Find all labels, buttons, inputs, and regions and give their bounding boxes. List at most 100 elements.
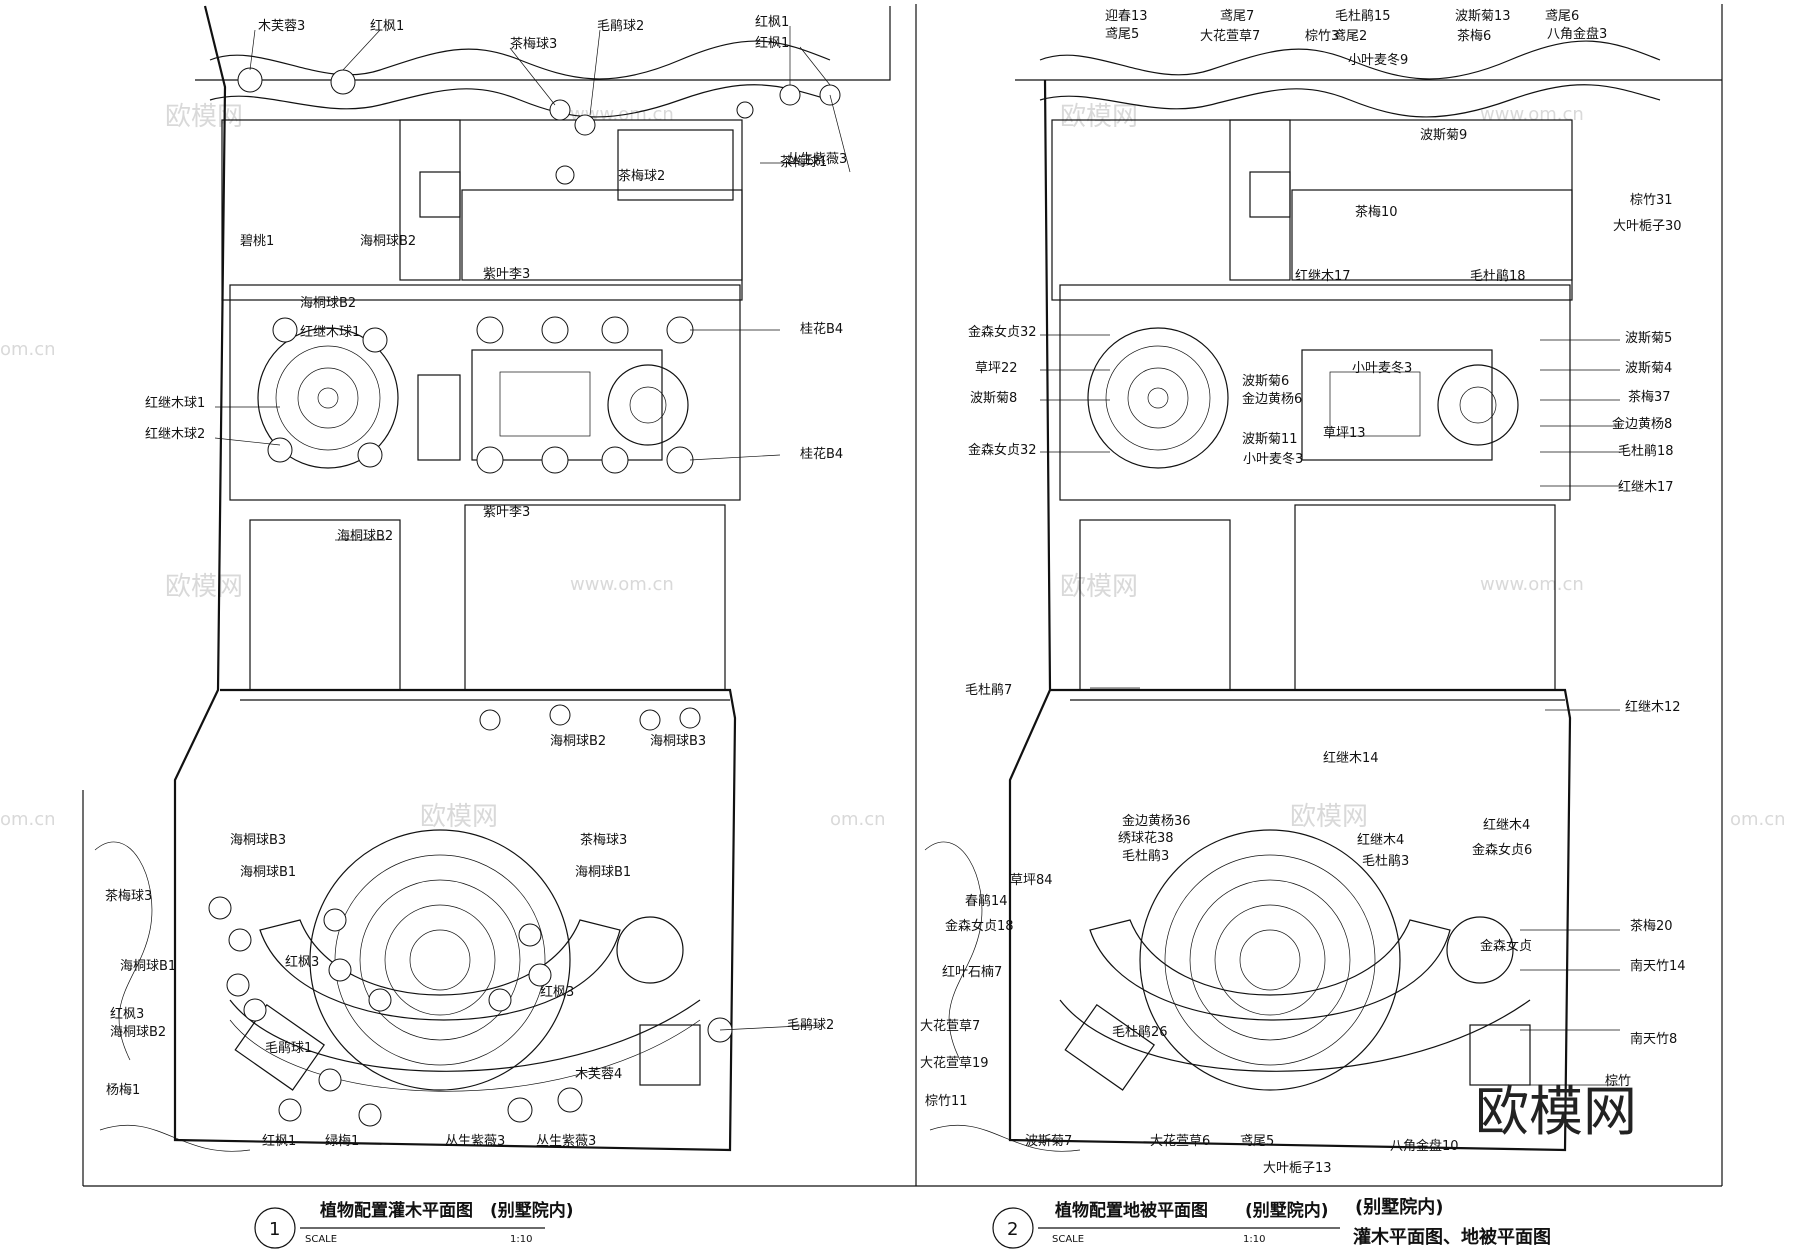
groundcover-plant-label: 毛杜鹃7 — [965, 682, 1012, 698]
shrub-plant-label: 茶梅球1 — [780, 154, 827, 170]
groundcover-plant-label: 茶梅20 — [1630, 918, 1673, 934]
scale-label: SCALE — [1052, 1234, 1084, 1245]
amphitheater-ring — [1214, 904, 1326, 1016]
groundcover-plant-label: 大花萱草6 — [1150, 1133, 1210, 1149]
amphitheater-ring — [1164, 854, 1376, 1066]
amphitheater-ring — [359, 879, 521, 1041]
watermark-text: 欧模网 — [1060, 102, 1138, 132]
building-block — [221, 119, 743, 301]
shrub-plant-label: 丛生紫薇3 — [445, 1134, 505, 1149]
round-garden-ring — [297, 367, 359, 429]
shrub-plant-label: 紫叶李3 — [483, 267, 530, 282]
groundcover-plant-label: 迎春13 — [1105, 9, 1148, 24]
groundcover-plant-label: 红继木4 — [1357, 832, 1404, 848]
curved-terrace — [1089, 919, 1451, 1021]
drawing-number-circle — [992, 1207, 1034, 1249]
groundcover-plant-label: 小叶麦冬3 — [1243, 451, 1303, 467]
terrain-contour — [94, 841, 153, 1061]
amphitheater-ring — [409, 929, 471, 991]
title-block-1: 1 植物配置灌木平面图 (别墅院内) SCALE 1:10 — [254, 1200, 574, 1249]
watermark-url: www.om.cn — [1480, 104, 1584, 125]
groundcover-plant-label: 大叶栀子13 — [1263, 1161, 1332, 1176]
building-block — [249, 519, 401, 691]
pavilion — [234, 1003, 325, 1091]
amphitheater-ring — [1189, 879, 1351, 1041]
groundcover-plant-label: 波斯菊6 — [1242, 374, 1289, 389]
building-block — [1229, 119, 1291, 281]
caption-line-1: (别墅院内) — [1355, 1196, 1443, 1218]
shrub-plant-label: 红继木球2 — [145, 426, 205, 442]
shrub-plant-label: 海桐球B2 — [300, 296, 356, 311]
groundcover-plant-label: 波斯菊5 — [1625, 331, 1672, 346]
building-block — [464, 504, 726, 691]
round-garden-center — [1147, 387, 1169, 409]
terrain-contour — [929, 1124, 1081, 1152]
shrub-plant-label: 红枫3 — [285, 954, 319, 970]
groundcover-plant-label: 草坪84 — [1010, 873, 1053, 888]
top-boundary — [195, 6, 891, 81]
groundcover-plant-label: 金森女贞18 — [945, 918, 1014, 934]
groundcover-plan — [924, 40, 1722, 1152]
pavilion — [639, 1024, 701, 1086]
shrub-plant-label: 海桐球B1 — [575, 865, 631, 880]
watermark-url: om.cn — [0, 809, 56, 830]
shrub-plant-label: 海桐球B2 — [360, 234, 416, 249]
pool-inner — [499, 371, 591, 437]
groundcover-plant-label: 大花萱草7 — [920, 1018, 980, 1034]
groundcover-plant-label: 茶梅6 — [1457, 28, 1491, 44]
pavilion — [1469, 1024, 1531, 1086]
shrub-plant-label: 红继木球1 — [300, 324, 360, 340]
round-terrace — [607, 364, 689, 446]
groundcover-plant-label: 茶梅10 — [1355, 204, 1398, 220]
groundcover-plant-label: 大叶栀子30 — [1613, 219, 1682, 234]
pool — [471, 349, 663, 461]
amphitheater-outer — [1139, 829, 1401, 1091]
shrub-plant-label: 桂花B4 — [800, 321, 843, 337]
building-block — [461, 189, 743, 281]
round-garden-ring — [275, 345, 381, 451]
groundcover-plant-label: 草坪13 — [1323, 426, 1366, 441]
round-seat — [616, 916, 684, 984]
groundcover-plant-label: 小叶麦冬9 — [1348, 52, 1408, 68]
groundcover-plant-label: 波斯菊8 — [970, 391, 1017, 406]
drawing-number: 1 — [269, 1219, 280, 1240]
pavilion — [1249, 171, 1291, 218]
groundcover-plant-label: 八角金盘10 — [1390, 1138, 1459, 1154]
scale-label: SCALE — [305, 1234, 337, 1245]
groundcover-plant-label: 鸢尾6 — [1545, 9, 1579, 24]
drawing-number: 2 — [1007, 1219, 1018, 1240]
drawing-title-suffix: (别墅院内) — [1245, 1200, 1329, 1221]
groundcover-plant-label: 棕竹11 — [925, 1094, 968, 1109]
groundcover-plant-label: 金边黄杨6 — [1242, 391, 1302, 407]
planting-bed-edge — [209, 84, 831, 118]
water-feature — [417, 374, 461, 461]
groundcover-plant-label: 棕竹3 — [1305, 29, 1339, 44]
shrub-plant-label: 茶梅球3 — [580, 832, 627, 848]
building-block — [1294, 504, 1556, 691]
watermark-url: www.om.cn — [1480, 574, 1584, 595]
groundcover-plant-label: 波斯菊4 — [1625, 361, 1672, 376]
groundcover-plant-label: 绣球花38 — [1118, 830, 1174, 846]
amphitheater-ring — [1239, 929, 1301, 991]
groundcover-plant-label: 草坪22 — [975, 361, 1018, 376]
watermark-url: om.cn — [1730, 809, 1786, 830]
groundcover-plant-label: 红叶石楠7 — [942, 964, 1002, 980]
groundcover-plant-label: 春鹃14 — [965, 893, 1008, 909]
watermark-text: 欧模网 — [420, 802, 498, 832]
amphitheater-ring — [334, 854, 546, 1066]
drawing-number-circle — [254, 1207, 296, 1249]
courtyard — [1059, 284, 1571, 501]
shrub-plant-label: 紫叶李3 — [483, 505, 530, 520]
groundcover-plant-label: 金森女贞6 — [1472, 842, 1532, 858]
groundcover-plant-label: 毛杜鹃26 — [1112, 1024, 1168, 1040]
watermark-text: 欧模网 — [165, 572, 243, 602]
terrain-contour — [924, 841, 983, 1061]
round-seat — [1446, 916, 1514, 984]
building-block — [399, 119, 461, 281]
watermark-text: 欧模网 — [1060, 572, 1138, 602]
groundcover-plant-label: 金森女贞32 — [968, 442, 1037, 458]
leader-lines — [1040, 334, 1620, 1086]
shrub-plant-label: 海桐球B3 — [650, 734, 706, 749]
